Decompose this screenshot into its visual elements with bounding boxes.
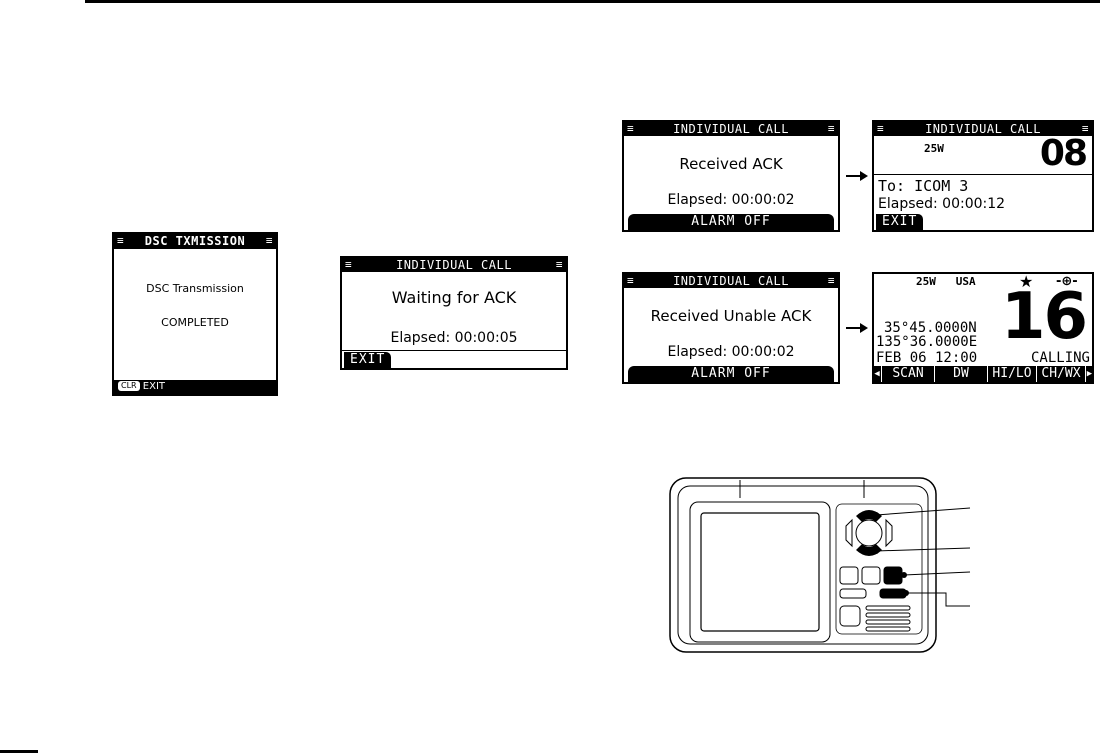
screen-title-bar: ≡ INDIVIDUAL CALL ≡: [342, 258, 566, 272]
page-mark: [0, 750, 38, 753]
alarm-off-softkey[interactable]: ALARM OFF: [628, 366, 834, 382]
exit-label: EXIT: [142, 381, 166, 392]
dsc-line1: DSC Transmission: [146, 282, 244, 295]
unable-ack-screen: ≡ INDIVIDUAL CALL ≡ Received Unable ACK …: [622, 272, 840, 384]
menu-icon: ≡: [877, 122, 885, 135]
alarm-off-softkey[interactable]: ALARM OFF: [628, 214, 834, 230]
hilo-softkey[interactable]: HI/LO: [987, 366, 1036, 382]
menu-icon: ≡: [555, 258, 563, 271]
menu-icon: ≡: [627, 122, 635, 135]
elapsed-time: Elapsed: 00:00:02: [667, 344, 795, 360]
elapsed-time: Elapsed: 00:00:02: [667, 192, 795, 208]
screen-title-bar: ≡ INDIVIDUAL CALL ≡: [874, 122, 1092, 136]
menu-icon: ≡: [265, 234, 273, 247]
ack-message: Received ACK: [679, 155, 783, 173]
normal-mode-screen: 25W USA ★ -⊕- 16 35°45.0000N 135°36.0000…: [872, 272, 1094, 384]
exit-softkey[interactable]: EXIT: [876, 214, 924, 230]
power-indicator: 25W: [924, 142, 944, 155]
dsc-line2: COMPLETED: [161, 316, 229, 329]
call-result-screen: ≡ INDIVIDUAL CALL ≡ 25W 08 To: ICOM 3 El…: [872, 120, 1094, 232]
date-time: FEB 06 12:00: [876, 350, 978, 366]
screen-title: INDIVIDUAL CALL: [673, 274, 789, 288]
elapsed-time: Elapsed: 00:00:05: [390, 330, 518, 346]
dsc-bottom-bar: CLR EXIT: [114, 380, 276, 394]
divider: [342, 350, 566, 351]
top-rule: [85, 0, 1100, 3]
menu-icon: ≡: [117, 234, 125, 247]
arrow-icon: [846, 323, 868, 333]
scroll-left-icon[interactable]: ◀: [874, 369, 880, 379]
waiting-message: Waiting for ACK: [391, 288, 517, 307]
screen-title-bar: ≡ INDIVIDUAL CALL ≡: [624, 122, 838, 136]
scan-softkey[interactable]: SCAN: [881, 366, 934, 382]
clr-key[interactable]: CLR: [118, 381, 140, 391]
channel-number: 16: [1000, 280, 1088, 354]
arrow-icon: [846, 171, 868, 181]
unable-ack-message: Received Unable ACK: [650, 307, 812, 325]
softkey-row: ◀ SCAN DW HI/LO CH/WX ▶: [874, 366, 1092, 382]
chwx-softkey[interactable]: CH/WX: [1036, 366, 1085, 382]
menu-icon: ≡: [827, 274, 835, 287]
channel-number: 08: [1039, 133, 1088, 174]
waiting-ack-screen: ≡ INDIVIDUAL CALL ≡ Waiting for ACK Elap…: [340, 256, 568, 370]
received-ack-screen: ≡ INDIVIDUAL CALL ≡ Received ACK Elapsed…: [622, 120, 840, 232]
screen-title: DSC TXMISSION: [144, 234, 246, 248]
screen-title: INDIVIDUAL CALL: [673, 122, 789, 136]
elapsed-time: Elapsed: 00:00:12: [878, 196, 1006, 212]
screen-title: INDIVIDUAL CALL: [396, 258, 512, 272]
screen-title-bar: ≡ DSC TXMISSION ≡: [114, 234, 276, 249]
call-target: To: ICOM 3: [878, 177, 969, 195]
radio-front-panel-illustration: [669, 477, 971, 653]
scroll-right-icon[interactable]: ▶: [1085, 366, 1092, 382]
dw-softkey[interactable]: DW: [934, 366, 987, 382]
screen-title-bar: ≡ INDIVIDUAL CALL ≡: [624, 274, 838, 288]
favorite-star-icon: ★: [1019, 272, 1034, 291]
menu-icon: ≡: [1081, 122, 1089, 135]
gps-icon: -⊕-: [1056, 274, 1078, 289]
menu-icon: ≡: [627, 274, 635, 287]
latitude: 35°45.0000N: [884, 320, 977, 336]
divider: [874, 174, 1092, 175]
power-indicator: 25W: [916, 275, 936, 288]
status-line: 25W USA: [916, 275, 976, 288]
channel-status: CALLING: [1030, 350, 1090, 366]
screen-title: INDIVIDUAL CALL: [925, 122, 1041, 136]
menu-icon: ≡: [345, 258, 353, 271]
dsc-transmission-screen: ≡ DSC TXMISSION ≡ DSC Transmission COMPL…: [112, 232, 278, 396]
longitude: 135°36.0000E: [876, 334, 978, 350]
exit-softkey[interactable]: EXIT: [344, 352, 392, 368]
region-indicator: USA: [955, 275, 976, 288]
menu-icon: ≡: [827, 122, 835, 135]
